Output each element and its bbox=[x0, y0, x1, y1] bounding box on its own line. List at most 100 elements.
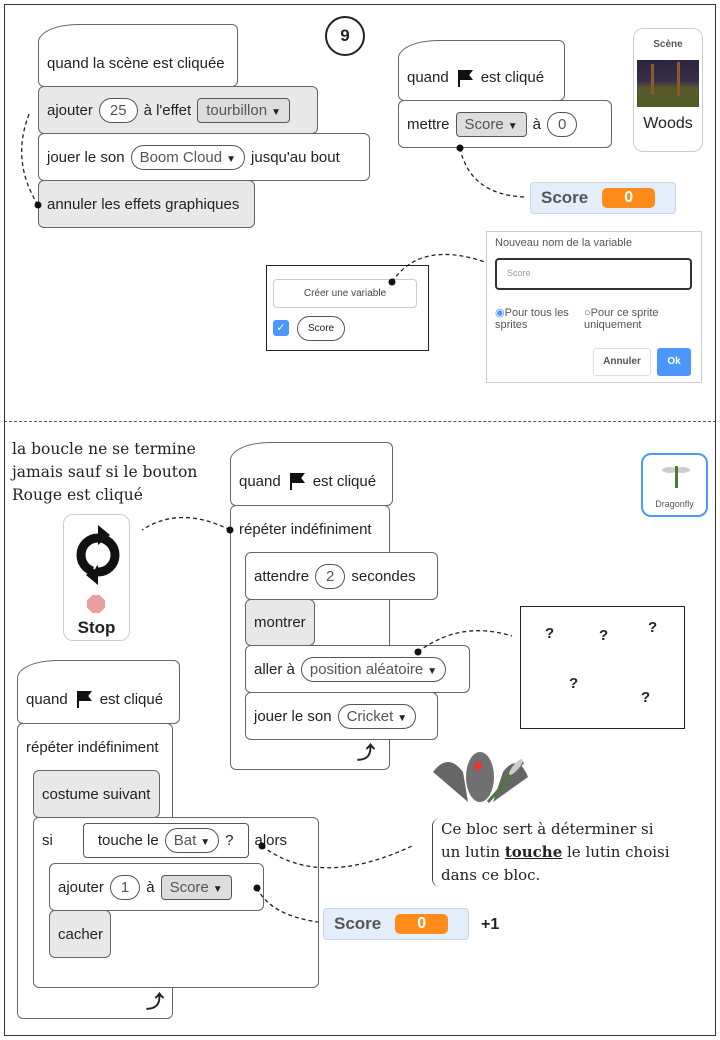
section-divider bbox=[4, 421, 716, 422]
page-number-text: 9 bbox=[340, 26, 350, 45]
touching-block[interactable]: touche le Bat▼ ? bbox=[82, 823, 249, 858]
sound-value: Boom Cloud bbox=[139, 148, 223, 166]
effect-value: tourbillon bbox=[206, 101, 268, 119]
dropdown-arrow-icon: ▼ bbox=[212, 883, 223, 895]
dropdown-arrow-icon: ▼ bbox=[507, 120, 518, 132]
radio-selected-icon: ◉ bbox=[495, 307, 505, 319]
variable-checkbox[interactable]: ✓ bbox=[273, 320, 289, 336]
dropdown-arrow-icon: ▼ bbox=[226, 153, 237, 165]
explanation-text: Ce bloc sert à déterminer si un lutin to… bbox=[432, 818, 672, 887]
change-effect-block[interactable]: ajouter 25 à l'effet tourbillon▼ bbox=[38, 86, 318, 134]
label: jouer le son bbox=[47, 148, 125, 166]
touching-dropdown[interactable]: Bat▼ bbox=[164, 828, 220, 853]
dragonfly-icon bbox=[662, 466, 690, 488]
sound-dropdown[interactable]: Cricket▼ bbox=[337, 703, 417, 729]
sound-dropdown[interactable]: Boom Cloud▼ bbox=[130, 144, 246, 170]
backdrop-name: Woods bbox=[643, 115, 693, 132]
text: Ce bloc sert à déterminer si un lutin bbox=[441, 820, 654, 861]
cancel-button[interactable]: Annuler bbox=[593, 348, 651, 376]
score-monitor: Score 0 bbox=[530, 182, 676, 214]
label: mettre bbox=[407, 115, 450, 133]
wait-block[interactable]: attendre 2 secondes bbox=[245, 552, 438, 600]
monitor-value: 0 bbox=[395, 914, 449, 934]
stop-octagon-icon bbox=[87, 595, 105, 613]
go-to-block[interactable]: aller à position aléatoire▼ bbox=[245, 645, 470, 693]
stop-label: Stop bbox=[77, 618, 116, 637]
label: répéter indéfiniment bbox=[26, 739, 159, 756]
flag-clicked-hat-block[interactable]: quand est cliqué bbox=[230, 442, 393, 506]
new-variable-dialog: Nouveau nom de la variable Score ◉Pour t… bbox=[486, 231, 702, 383]
monitor-label: Score bbox=[334, 914, 382, 933]
green-flag-icon bbox=[289, 473, 305, 490]
label: répéter indéfiniment bbox=[239, 521, 372, 538]
sprite-card-dragonfly[interactable]: Dragonfly bbox=[641, 453, 708, 517]
question-mark: ? bbox=[545, 625, 555, 642]
label: ajouter bbox=[58, 878, 104, 896]
label: cacher bbox=[58, 925, 104, 943]
label: quand la scène est cliquée bbox=[47, 55, 225, 72]
bat-sprite-icon bbox=[433, 752, 528, 803]
amount-input[interactable]: 1 bbox=[109, 874, 141, 900]
flag-clicked-hat-block[interactable]: quand est cliqué bbox=[398, 40, 565, 101]
effect-dropdown[interactable]: tourbillon▼ bbox=[197, 97, 290, 123]
question-mark: ? bbox=[599, 627, 609, 644]
question-mark: ? bbox=[648, 619, 658, 636]
sprite-name: Dragonfly bbox=[655, 499, 694, 509]
label: aller à bbox=[254, 660, 295, 678]
variable-dropdown[interactable]: Score▼ bbox=[160, 874, 232, 900]
ok-button[interactable]: Ok bbox=[657, 348, 691, 376]
hide-block[interactable]: cacher bbox=[49, 910, 111, 958]
wait-input[interactable]: 2 bbox=[315, 563, 346, 589]
variable-value: Score bbox=[464, 115, 504, 133]
if-header: si touche le Bat▼ ? alors bbox=[34, 818, 318, 863]
green-flag-icon bbox=[76, 691, 92, 708]
flag-clicked-hat-block[interactable]: quand est cliqué bbox=[17, 660, 180, 724]
option-this-sprite[interactable]: ○Pour ce sprite uniquement bbox=[584, 307, 684, 331]
stop-card[interactable]: Stop bbox=[63, 514, 130, 641]
keyword: touche bbox=[504, 843, 563, 861]
label: est cliqué bbox=[480, 69, 545, 86]
label: attendre bbox=[254, 567, 310, 585]
goto-value: position aléatoire bbox=[309, 660, 424, 678]
goto-dropdown[interactable]: position aléatoire▼ bbox=[300, 656, 447, 682]
label: ajouter bbox=[47, 101, 93, 119]
touching-value: Bat bbox=[173, 832, 197, 849]
show-block[interactable]: montrer bbox=[245, 599, 315, 646]
question-mark: ? bbox=[569, 675, 579, 692]
next-costume-block[interactable]: costume suivant bbox=[33, 770, 160, 818]
label: à l'effet bbox=[143, 101, 192, 119]
label: est cliqué bbox=[312, 472, 377, 490]
radio-empty-icon: ○ bbox=[584, 307, 591, 319]
monitor-value: 0 bbox=[602, 188, 656, 208]
label: quand bbox=[26, 690, 68, 708]
label: jouer le son bbox=[254, 707, 332, 725]
set-variable-block[interactable]: mettre Score▼ à 0 bbox=[398, 100, 612, 148]
monitor-label: Score bbox=[541, 188, 589, 207]
stage-clicked-hat-block[interactable]: quand la scène est cliquée bbox=[38, 24, 238, 87]
dropdown-arrow-icon: ▼ bbox=[271, 106, 281, 118]
increment-label: +1 bbox=[481, 916, 500, 933]
label: si bbox=[42, 832, 53, 849]
label: alors bbox=[254, 832, 288, 849]
variable-reporter[interactable]: Score bbox=[297, 316, 346, 341]
label: ? bbox=[225, 832, 234, 849]
option-all-sprites[interactable]: ◉Pour tous les sprites bbox=[495, 307, 580, 331]
variable-dropdown[interactable]: Score▼ bbox=[455, 111, 527, 137]
loop-arrow-icon: ⤴ bbox=[357, 743, 375, 763]
clear-effects-block[interactable]: annuler les effets graphiques bbox=[38, 180, 255, 228]
stage-card[interactable]: Scène Woods bbox=[633, 28, 703, 152]
change-variable-block[interactable]: ajouter 1 à Score▼ bbox=[49, 863, 264, 911]
play-sound-block[interactable]: jouer le son Cricket▼ bbox=[245, 692, 438, 740]
label: quand bbox=[407, 69, 449, 86]
effect-amount-input[interactable]: 25 bbox=[98, 97, 138, 123]
score-monitor: Score 0 bbox=[323, 908, 469, 940]
variable-name-input[interactable]: Score bbox=[495, 258, 692, 290]
create-variable-button[interactable]: Créer une variable bbox=[273, 279, 417, 308]
backdrop-thumbnail bbox=[637, 60, 699, 107]
play-sound-until-done-block[interactable]: jouer le son Boom Cloud▼ jusqu'au bout bbox=[38, 133, 370, 181]
dialog-title: Nouveau nom de la variable bbox=[495, 237, 632, 249]
value-input[interactable]: 0 bbox=[546, 111, 578, 137]
stage-title: Scène bbox=[653, 39, 683, 50]
label: à bbox=[146, 878, 155, 896]
label: est cliqué bbox=[99, 690, 164, 708]
